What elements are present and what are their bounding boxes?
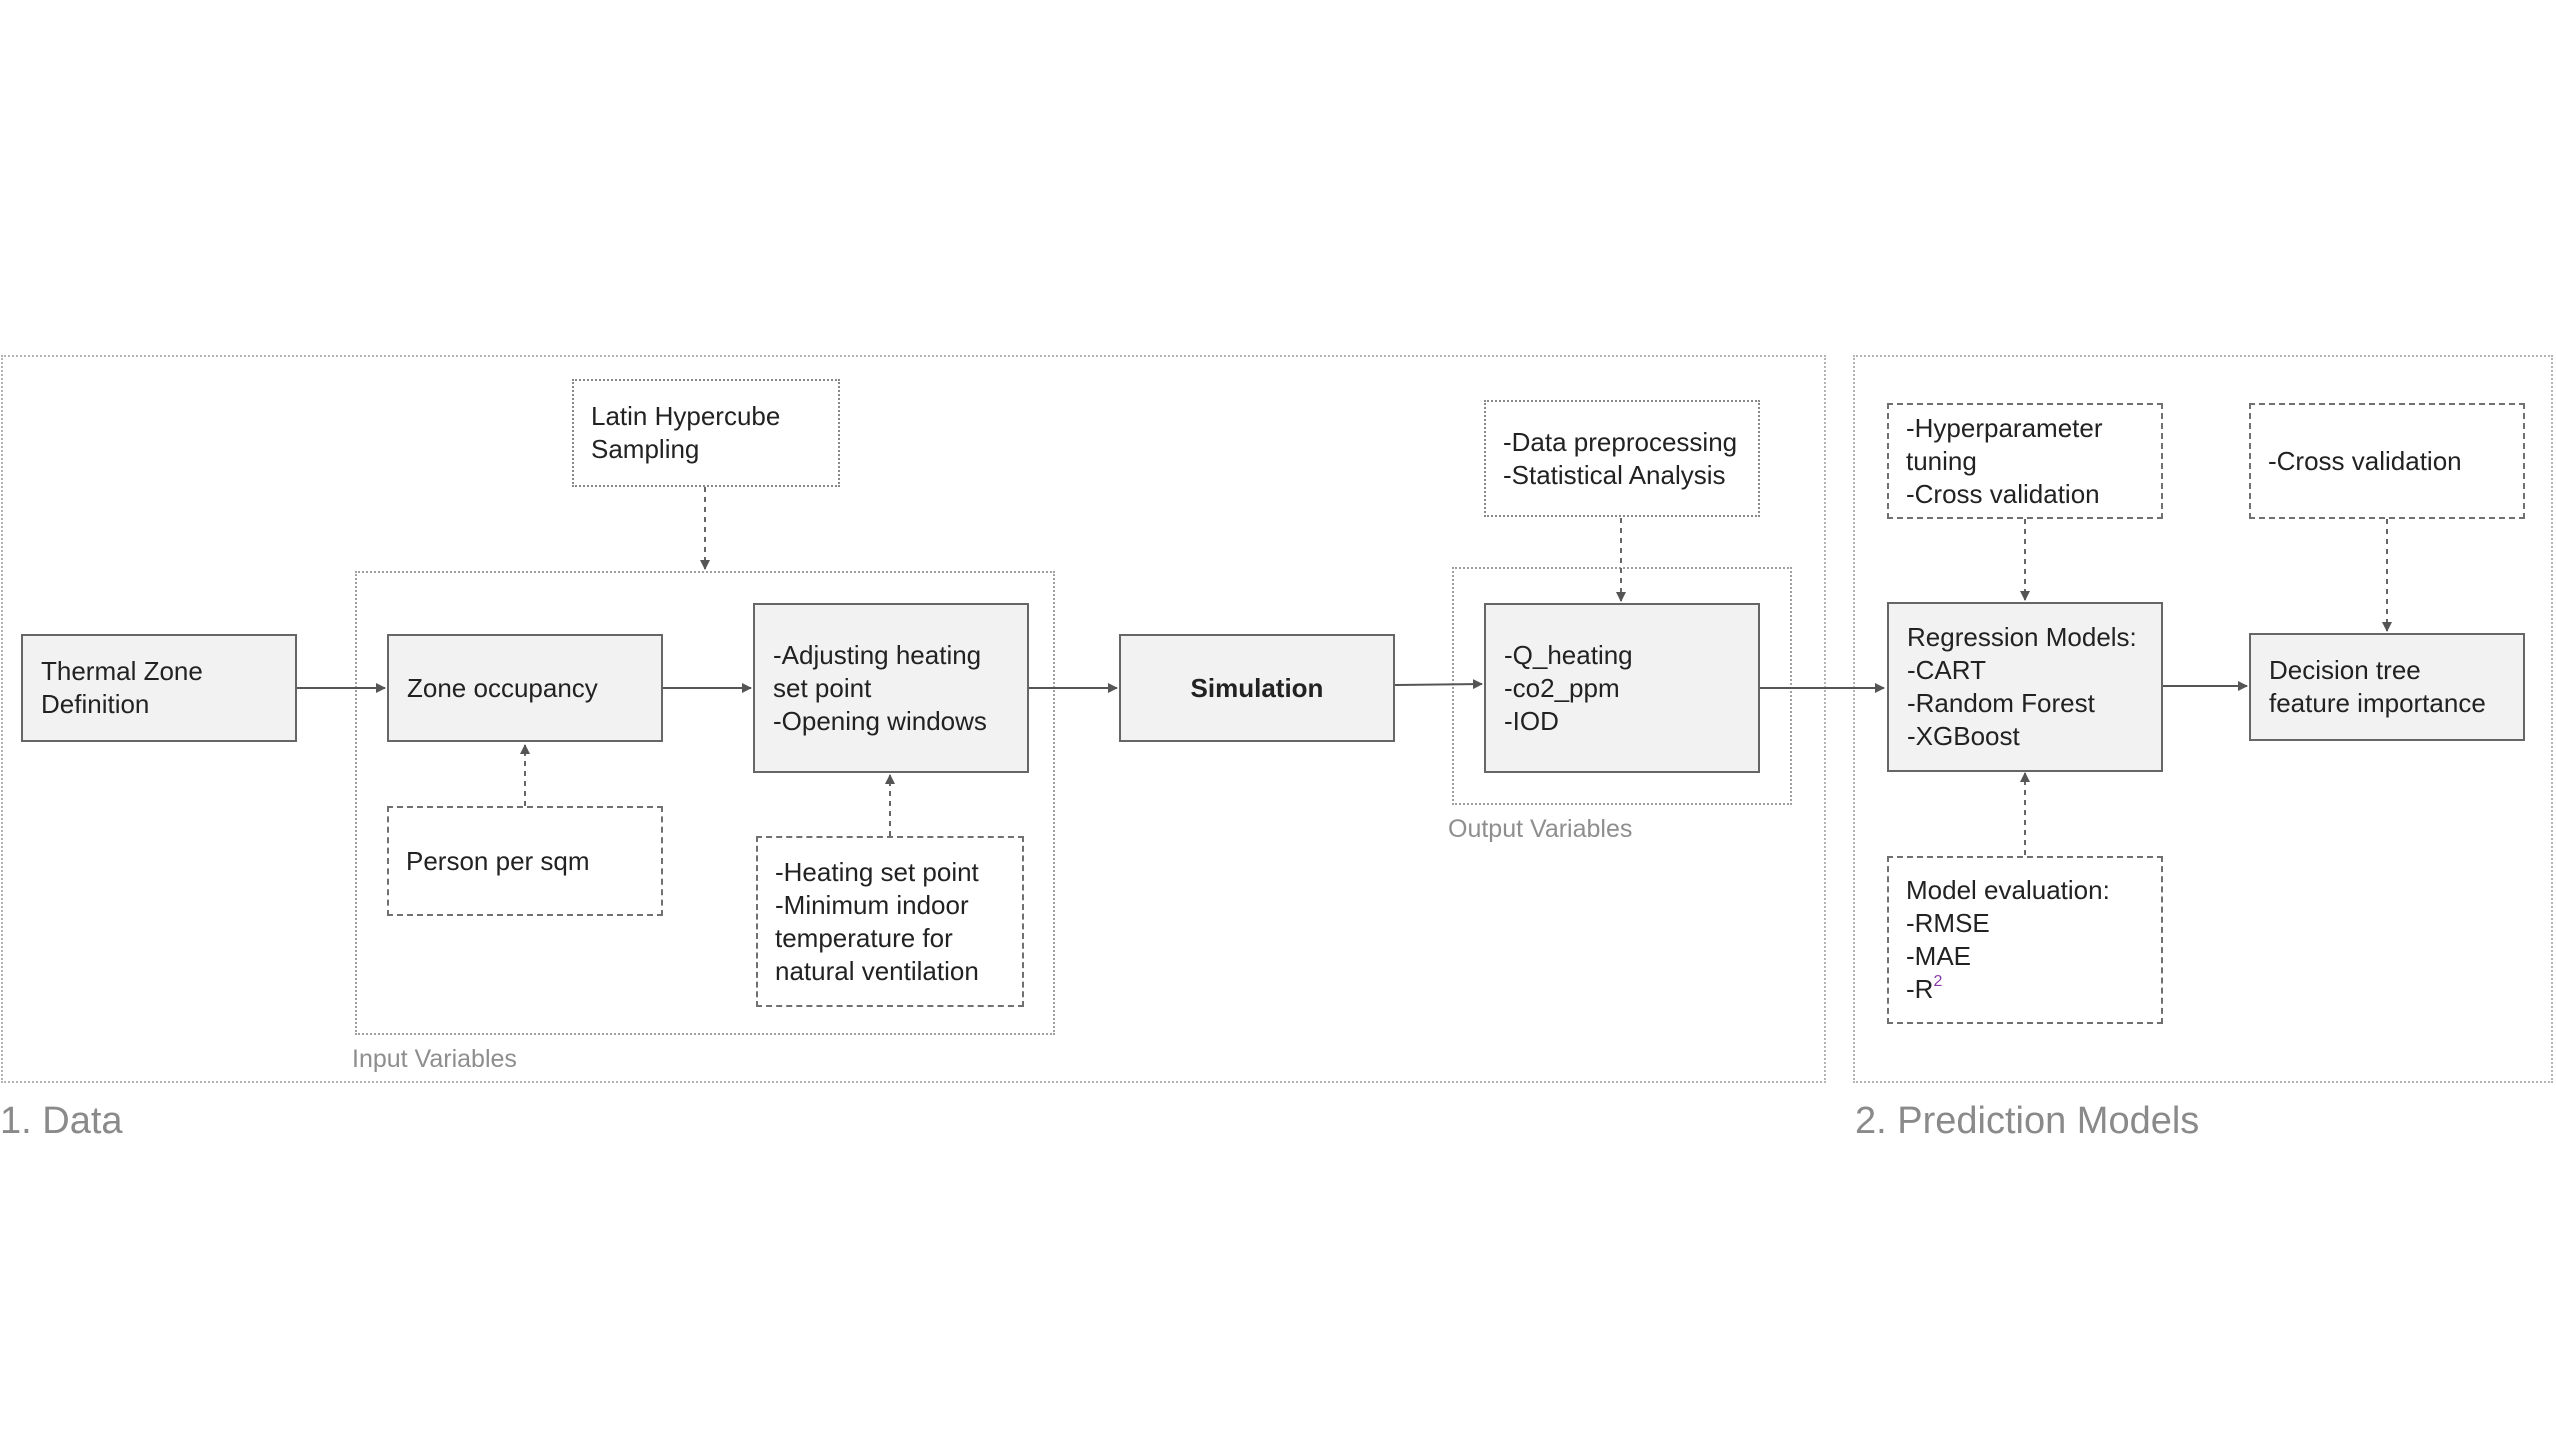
regression-line-4: -XGBoost [1907, 721, 2020, 751]
latin-hypercube-line-1: Latin Hypercube [591, 401, 781, 431]
outputs-line-2: -co2_ppm [1504, 672, 1620, 703]
data-section-region [1, 355, 1826, 1083]
thermal-zone-line-1: Thermal Zone [41, 656, 203, 686]
person-per-sqm-box: Person per sqm [387, 806, 663, 916]
latin-hypercube-line-2: Sampling [591, 434, 700, 464]
hyperparameter-line-1: -Hyperparameter [1906, 412, 2103, 443]
thermal-zone-box: Thermal Zone Definition [21, 634, 297, 742]
zone-occupancy-box: Zone occupancy [387, 634, 663, 742]
model-evaluation-line-2: -RMSE [1906, 908, 1990, 938]
regression-line-2: -CART [1907, 655, 1986, 685]
outputs-box: -Q_heating -co2_ppm -IOD [1484, 603, 1760, 773]
person-per-sqm-line-1: Person per sqm [406, 845, 590, 876]
zone-occupancy-line-1: Zone occupancy [407, 672, 598, 703]
model-evaluation-line-4: -R2 [1906, 973, 2144, 1006]
cross-validation-box: -Cross validation [2249, 403, 2525, 519]
hyperparameter-line-2: tuning [1906, 445, 1977, 476]
regression-line-1: Regression Models: [1907, 622, 2137, 652]
adjusting-line-1: -Adjusting heating [773, 639, 982, 670]
regression-models-box: Regression Models: -CART -Random Forest … [1887, 602, 2163, 772]
adjusting-line-2: set point [773, 672, 872, 703]
decision-tree-box: Decision tree feature importance [2249, 633, 2525, 741]
prediction-section-region [1853, 355, 2553, 1083]
model-evaluation-box: Model evaluation: -RMSE -MAE -R2 [1887, 856, 2163, 1024]
model-evaluation-line-3: -MAE [1906, 941, 1971, 971]
heating-setpoint-line-3: temperature for [775, 922, 953, 953]
data-section-title: 1. Data [0, 1100, 123, 1142]
input-variables-group [355, 571, 1055, 1035]
hyperparameter-line-3: -Cross validation [1906, 478, 2100, 509]
adjusting-box: -Adjusting heating set point -Opening wi… [753, 603, 1029, 773]
hyperparameter-box: -Hyperparameter tuning -Cross validation [1887, 403, 2163, 519]
decision-tree-line-1: Decision tree [2269, 655, 2421, 685]
regression-line-3: -Random Forest [1907, 688, 2095, 718]
arrow-simulation-to-outputs [1392, 679, 1483, 690]
simulation-box: Simulation [1119, 634, 1395, 742]
simulation-label: Simulation [1190, 672, 1324, 703]
r-label: -R [1906, 974, 1934, 1004]
input-variables-caption: Input Variables [352, 1045, 517, 1073]
heating-setpoint-line-4: natural ventilation [775, 955, 979, 986]
outputs-line-3: -IOD [1504, 705, 1559, 736]
preprocessing-line-2: -Statistical Analysis [1503, 459, 1726, 490]
r-squared-superscript: 2 [1933, 973, 1943, 991]
decision-tree-line-2: feature importance [2269, 688, 2486, 718]
prediction-section-title: 2. Prediction Models [1855, 1100, 2200, 1142]
model-evaluation-line-1: Model evaluation: [1906, 875, 2110, 905]
preprocessing-line-1: -Data preprocessing [1503, 426, 1738, 457]
preprocessing-box: -Data preprocessing -Statistical Analysi… [1484, 400, 1760, 517]
cross-validation-line-1: -Cross validation [2268, 445, 2462, 476]
outputs-line-1: -Q_heating [1504, 639, 1633, 670]
output-variables-caption: Output Variables [1448, 815, 1633, 843]
latin-hypercube-box: Latin Hypercube Sampling [572, 379, 840, 487]
heating-setpoint-line-1: -Heating set point [775, 856, 979, 887]
heating-setpoint-box: -Heating set point -Minimum indoor tempe… [756, 836, 1024, 1007]
thermal-zone-line-2: Definition [41, 689, 150, 719]
adjusting-line-3: -Opening windows [773, 705, 987, 736]
heating-setpoint-line-2: -Minimum indoor [775, 889, 969, 920]
